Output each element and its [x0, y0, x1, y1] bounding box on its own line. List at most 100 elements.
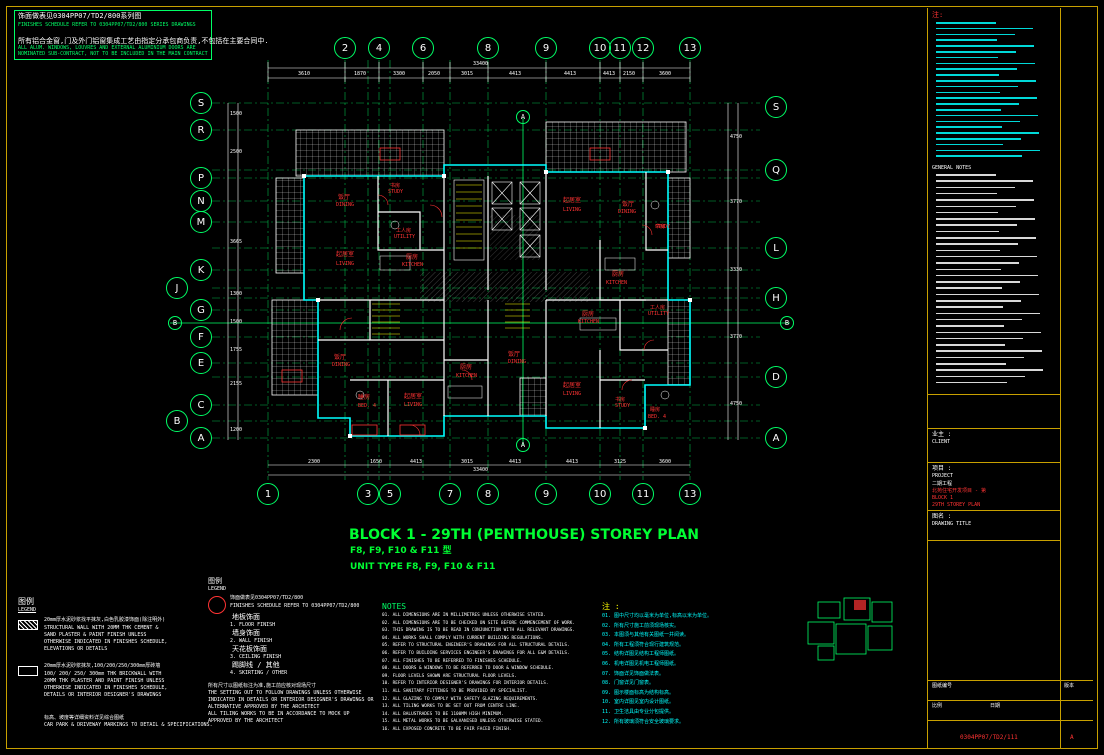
- room-label-en: LIVING: [563, 207, 582, 213]
- grid-bubble-right[interactable]: S: [765, 96, 787, 118]
- dim-bottom: 33400: [473, 467, 489, 473]
- panel-text-line: [936, 262, 1019, 264]
- panel-text-line: [936, 56, 998, 59]
- grid-bubble-left[interactable]: E: [190, 352, 212, 374]
- grid-bubble-left[interactable]: R: [190, 119, 212, 141]
- grid-bubble-bottom[interactable]: 13: [679, 483, 701, 505]
- dim-top: 1870: [354, 71, 367, 77]
- grid-bubble-right[interactable]: Q: [765, 159, 787, 181]
- grid-bubble-left[interactable]: N: [190, 190, 212, 212]
- grid-bubble-bottom[interactable]: 9: [535, 483, 557, 505]
- legend2-footer: APPROVED BY THE ARCHITECT: [208, 718, 284, 724]
- note-line: 15. ALL METAL WORKS TO BE GALVANISED UNL…: [382, 719, 544, 725]
- panel-text-line: [936, 318, 1022, 321]
- grid-bubble-bottom[interactable]: 11: [632, 483, 654, 505]
- panel-divider: [927, 720, 1093, 721]
- panel-text-line: [936, 243, 1018, 245]
- grid-bubble-right[interactable]: L: [765, 237, 787, 259]
- legend2-footer: ALTERNATIVE APPROVED BY THE ARCHITECT: [208, 704, 320, 710]
- grid-bubble-right[interactable]: H: [765, 287, 787, 309]
- project-line: BLOCK 1: [932, 495, 954, 501]
- title-block-panel: [927, 8, 1061, 748]
- header-note-box: [14, 10, 212, 60]
- notes-heading: NOTES: [382, 602, 407, 611]
- grid-bubble-top[interactable]: 8: [477, 37, 499, 59]
- section-mark[interactable]: B: [168, 316, 182, 330]
- section-mark[interactable]: A: [516, 438, 530, 452]
- panel-text-line: [936, 39, 997, 41]
- grid-bubble-bottom[interactable]: 3: [357, 483, 379, 505]
- grid-bubble-top[interactable]: 11: [609, 37, 631, 59]
- panel-text-line: [936, 205, 1016, 207]
- panel-text-line: [936, 344, 1005, 346]
- grid-bubble-top[interactable]: 6: [412, 37, 434, 59]
- dim-left: 2155: [230, 381, 243, 387]
- grid-bubble-left[interactable]: K: [190, 259, 212, 281]
- panel-text-line: [936, 180, 1033, 182]
- grid-bubble-left[interactable]: S: [190, 92, 212, 114]
- room-label-cn: 起居室: [563, 197, 582, 204]
- dim-bottom: 4413: [566, 459, 579, 465]
- dim-left: 1500: [230, 111, 243, 117]
- grid-bubble-bottom[interactable]: 7: [439, 483, 461, 505]
- grid-bubble-bottom[interactable]: 10: [589, 483, 611, 505]
- key-plan: [807, 597, 893, 661]
- grid-bubble-left[interactable]: B: [166, 410, 188, 432]
- legend-item2-en: 20MM THK PLASTER AND PAINT FINISH UNLESS: [44, 678, 165, 684]
- room-label-en: LIVING: [336, 261, 355, 267]
- grid-bubble-left[interactable]: G: [190, 299, 212, 321]
- room-label-en: STUDY: [615, 403, 631, 409]
- grid-bubble-left[interactable]: C: [190, 394, 212, 416]
- grid-bubble-left[interactable]: F: [190, 326, 212, 348]
- grid-bubble-top[interactable]: 4: [368, 37, 390, 59]
- legend-swatch-structural: [18, 620, 38, 630]
- section-mark[interactable]: A: [516, 110, 530, 124]
- dim-top: 3300: [393, 71, 406, 77]
- panel-text-line: [936, 199, 1034, 201]
- grid-bubble-top[interactable]: 10: [589, 37, 611, 59]
- room-label-en: STUDY: [655, 224, 671, 230]
- legend-footer: CAR PARK & DRIVEWAY MARKINGS TO DETAIL &…: [44, 722, 213, 728]
- grid-bubble-top[interactable]: 13: [679, 37, 701, 59]
- notes-cn-heading: 注 :: [602, 602, 620, 611]
- legend2-item-cn: 天花板饰面: [232, 645, 267, 653]
- note-line: 07. 饰面详见饰面做法表。: [602, 670, 665, 677]
- panel-text-line: [936, 33, 1015, 36]
- header-line-5: NOMINATED SUB-CONTRACT, NOT TO BE INCLUD…: [18, 51, 208, 57]
- room-label-en: DINING: [332, 362, 351, 368]
- panel-text-line: [936, 218, 1035, 220]
- dim-right: 4750: [730, 401, 743, 407]
- panel-text-line: [936, 331, 1041, 333]
- dim-bottom: 1650: [370, 459, 383, 465]
- drawing-title-label: 图名 :: [932, 513, 952, 520]
- grid-bubble-left[interactable]: A: [190, 427, 212, 449]
- grid-bubble-bottom[interactable]: 5: [379, 483, 401, 505]
- drawing-frame: [6, 6, 1098, 749]
- grid-bubble-top[interactable]: 9: [535, 37, 557, 59]
- panel-text-line: [936, 68, 1017, 70]
- dim-top: 2150: [623, 71, 636, 77]
- header-line-2: FINISHES SCHEDULE REFER TO 0304PP07/TD2/…: [18, 22, 196, 28]
- panel-text-line: [936, 138, 1021, 140]
- panel-text-line: [936, 350, 1042, 352]
- grid-bubble-bottom[interactable]: 1: [257, 483, 279, 505]
- note-line: 10. REFER TO INTERIOR DESIGNER'S DRAWING…: [382, 681, 549, 687]
- section-mark[interactable]: B: [780, 316, 794, 330]
- grid-bubble-top[interactable]: 2: [334, 37, 356, 59]
- legend-item1-cn: 20mm厚水泥砂浆找平抹灰,白色乳胶漆饰面(除注明外): [44, 617, 166, 623]
- dim-right: 3330: [730, 267, 743, 273]
- grid-bubble-left[interactable]: J: [166, 277, 188, 299]
- grid-bubble-left[interactable]: M: [190, 211, 212, 233]
- dim-top: 3015: [461, 71, 474, 77]
- grid-bubble-left[interactable]: P: [190, 167, 212, 189]
- grid-bubble-bottom[interactable]: 8: [477, 483, 499, 505]
- room-label-cn: 厨房: [460, 364, 473, 371]
- panel-text-line: [936, 74, 999, 76]
- panel-text-line: [936, 274, 1038, 277]
- legend2-line1: 饰面做表见0304PP07/TD2/800: [230, 595, 304, 601]
- grid-bubble-right[interactable]: A: [765, 427, 787, 449]
- panel-text-line: [936, 109, 1001, 111]
- grid-bubble-top[interactable]: 12: [632, 37, 654, 59]
- panel-text-line: [936, 192, 997, 195]
- grid-bubble-right[interactable]: D: [765, 366, 787, 388]
